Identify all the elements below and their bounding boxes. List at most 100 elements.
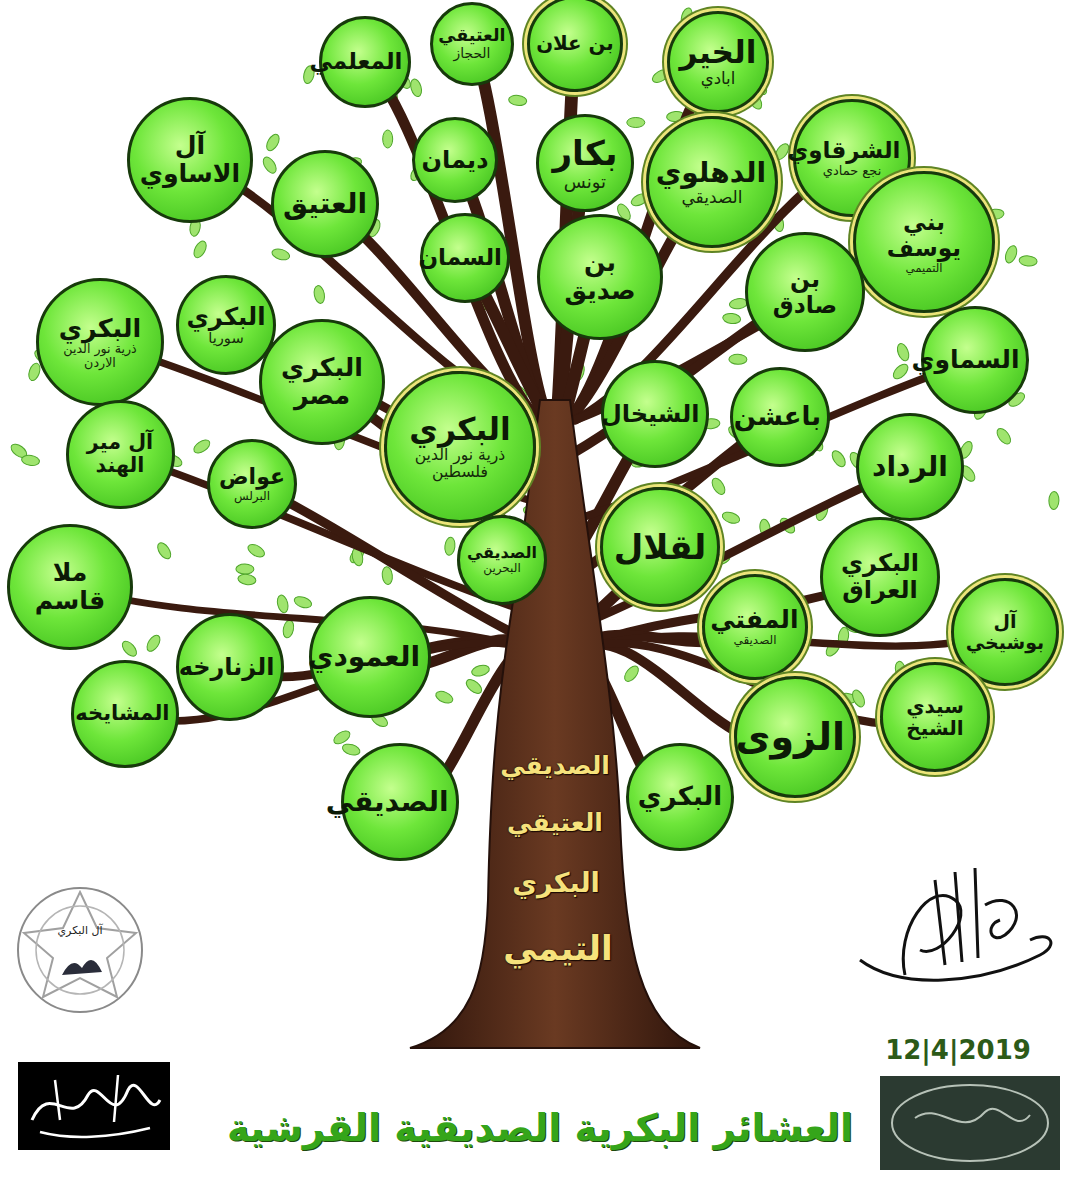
node-text-group: المعلمي (328, 49, 403, 75)
circle-node: البكريسوريا (176, 275, 276, 375)
circle-node: الشيخال (601, 360, 709, 468)
ornament-logo (18, 888, 142, 1012)
node-subtitle: التميمي (866, 262, 982, 275)
tughra-stroke (860, 937, 1051, 980)
circle-node: المعلمي (319, 16, 411, 108)
leaf (409, 78, 424, 98)
leaf (276, 594, 290, 614)
circle-node: البكري مصر (259, 319, 385, 445)
node-subtitle: ابادي (679, 70, 756, 89)
date-label: 12|4|2019 (885, 1035, 1031, 1065)
node-subtitle: الصديقي (712, 634, 799, 647)
circle-node: السماوي (921, 306, 1029, 414)
leaf (383, 130, 393, 148)
leaf (627, 118, 645, 128)
node-name: آل الاساوي (139, 132, 242, 188)
node-text-group: البكري مصر (271, 354, 374, 410)
leaf (261, 155, 279, 176)
node-text-group: بن علان (536, 33, 614, 55)
circle-node: السمان (420, 213, 510, 303)
circle-node: آل مير الهند (66, 400, 175, 509)
leaf (381, 566, 393, 585)
leaf (155, 541, 173, 562)
leaf (895, 342, 911, 362)
leaf (622, 664, 641, 684)
node-subtitle: تونس (553, 172, 618, 192)
circle-node: آل بوشيخي (951, 578, 1059, 686)
node-name: الزنارخه (186, 654, 275, 681)
circle-node: الرداد (856, 413, 964, 521)
tughra-stroke (903, 895, 961, 975)
leaf (246, 542, 267, 560)
node-name: العمودي (320, 641, 420, 672)
circle-node: بكارتونس (536, 114, 634, 212)
node-text-group: آل الاساوي (139, 132, 242, 188)
node-subtitle: البرلس (219, 490, 285, 503)
leaf (21, 454, 40, 467)
node-text-group: العتيقيالحجاز (438, 26, 505, 61)
node-text-group: بني يوسفالتميمي (866, 209, 982, 275)
tughra-signature (860, 868, 1051, 980)
leaf (271, 247, 291, 262)
leaf (994, 426, 1013, 446)
node-text-group: سيدي الشيخ (890, 695, 980, 740)
circle-node: المفتيالصديقي (702, 574, 808, 680)
node-text-group: الزوى (745, 716, 845, 759)
circle-node: الصديقي (341, 743, 459, 861)
node-text-group: بن صادق (756, 266, 854, 318)
node-name: بن صديق (549, 249, 652, 305)
calligraphy-stroke (40, 1075, 150, 1137)
node-subtitle: سوريا (186, 330, 265, 346)
node-text-group: الشرقاوينجع حمادي (804, 138, 901, 178)
node-name: عواض (219, 465, 285, 490)
node-text-group: الزنارخه (186, 654, 275, 681)
node-text-group: بكارتونس (553, 134, 618, 192)
ornament-figure (62, 960, 102, 975)
node-name: المفتي (712, 606, 799, 634)
circle-node: الزنارخه (176, 613, 284, 721)
circle-node: ملا قاسم (7, 524, 133, 650)
node-name: العتيق (283, 188, 367, 219)
seal-panel (880, 1076, 1060, 1170)
leaf (464, 677, 484, 696)
leaf (236, 564, 254, 574)
leaf (192, 437, 213, 455)
leaf (508, 94, 527, 106)
node-name: آل بوشيخي (961, 611, 1050, 654)
leaf (264, 132, 282, 153)
node-text-group: باعشن (739, 402, 821, 431)
node-name: بن علان (536, 33, 614, 55)
node-name: بكار (553, 134, 618, 172)
logo-label: آل البكري (57, 924, 102, 937)
circle-node: بن صديق (537, 214, 663, 340)
ornament-inner (36, 906, 124, 994)
circle-node: باعشن (730, 367, 830, 467)
node-name: الخير (679, 35, 756, 70)
circle-node: البكريذرية نور الدين فلسطين (384, 371, 536, 523)
seal-image (880, 1076, 1060, 1170)
node-name: الزوى (745, 716, 845, 759)
circle-node: البكريذرية نور الدين الاردن (36, 278, 164, 406)
leaf (830, 448, 848, 469)
leaf (1049, 491, 1060, 509)
circle-node: سيدي الشيخ (880, 662, 990, 772)
node-name: الشرقاوي (804, 138, 901, 164)
trunk-label: العتيقي (507, 808, 603, 837)
circle-node: الدهلويالصديقي (646, 116, 778, 248)
node-text-group: الشيخال (611, 401, 700, 428)
node-name: سيدي الشيخ (890, 695, 980, 740)
leaf (850, 688, 867, 709)
node-text-group: البكريسوريا (186, 303, 265, 347)
node-text-group: البكري العراق (831, 550, 929, 604)
node-subtitle: البحرين (467, 562, 537, 575)
leaf (237, 573, 256, 586)
node-text-group: ملا قاسم (19, 559, 122, 615)
node-name: آل مير الهند (76, 431, 165, 477)
node-name: لقلال (614, 528, 707, 566)
circle-node: الزوى (734, 676, 856, 798)
tughra-stroke (935, 868, 978, 965)
node-text-group: السمان (428, 245, 502, 271)
node-text-group: البكريذرية نور الدين الاردن (48, 314, 153, 371)
trunk-label: البكري (512, 867, 600, 898)
seal-writing (915, 1109, 1030, 1123)
